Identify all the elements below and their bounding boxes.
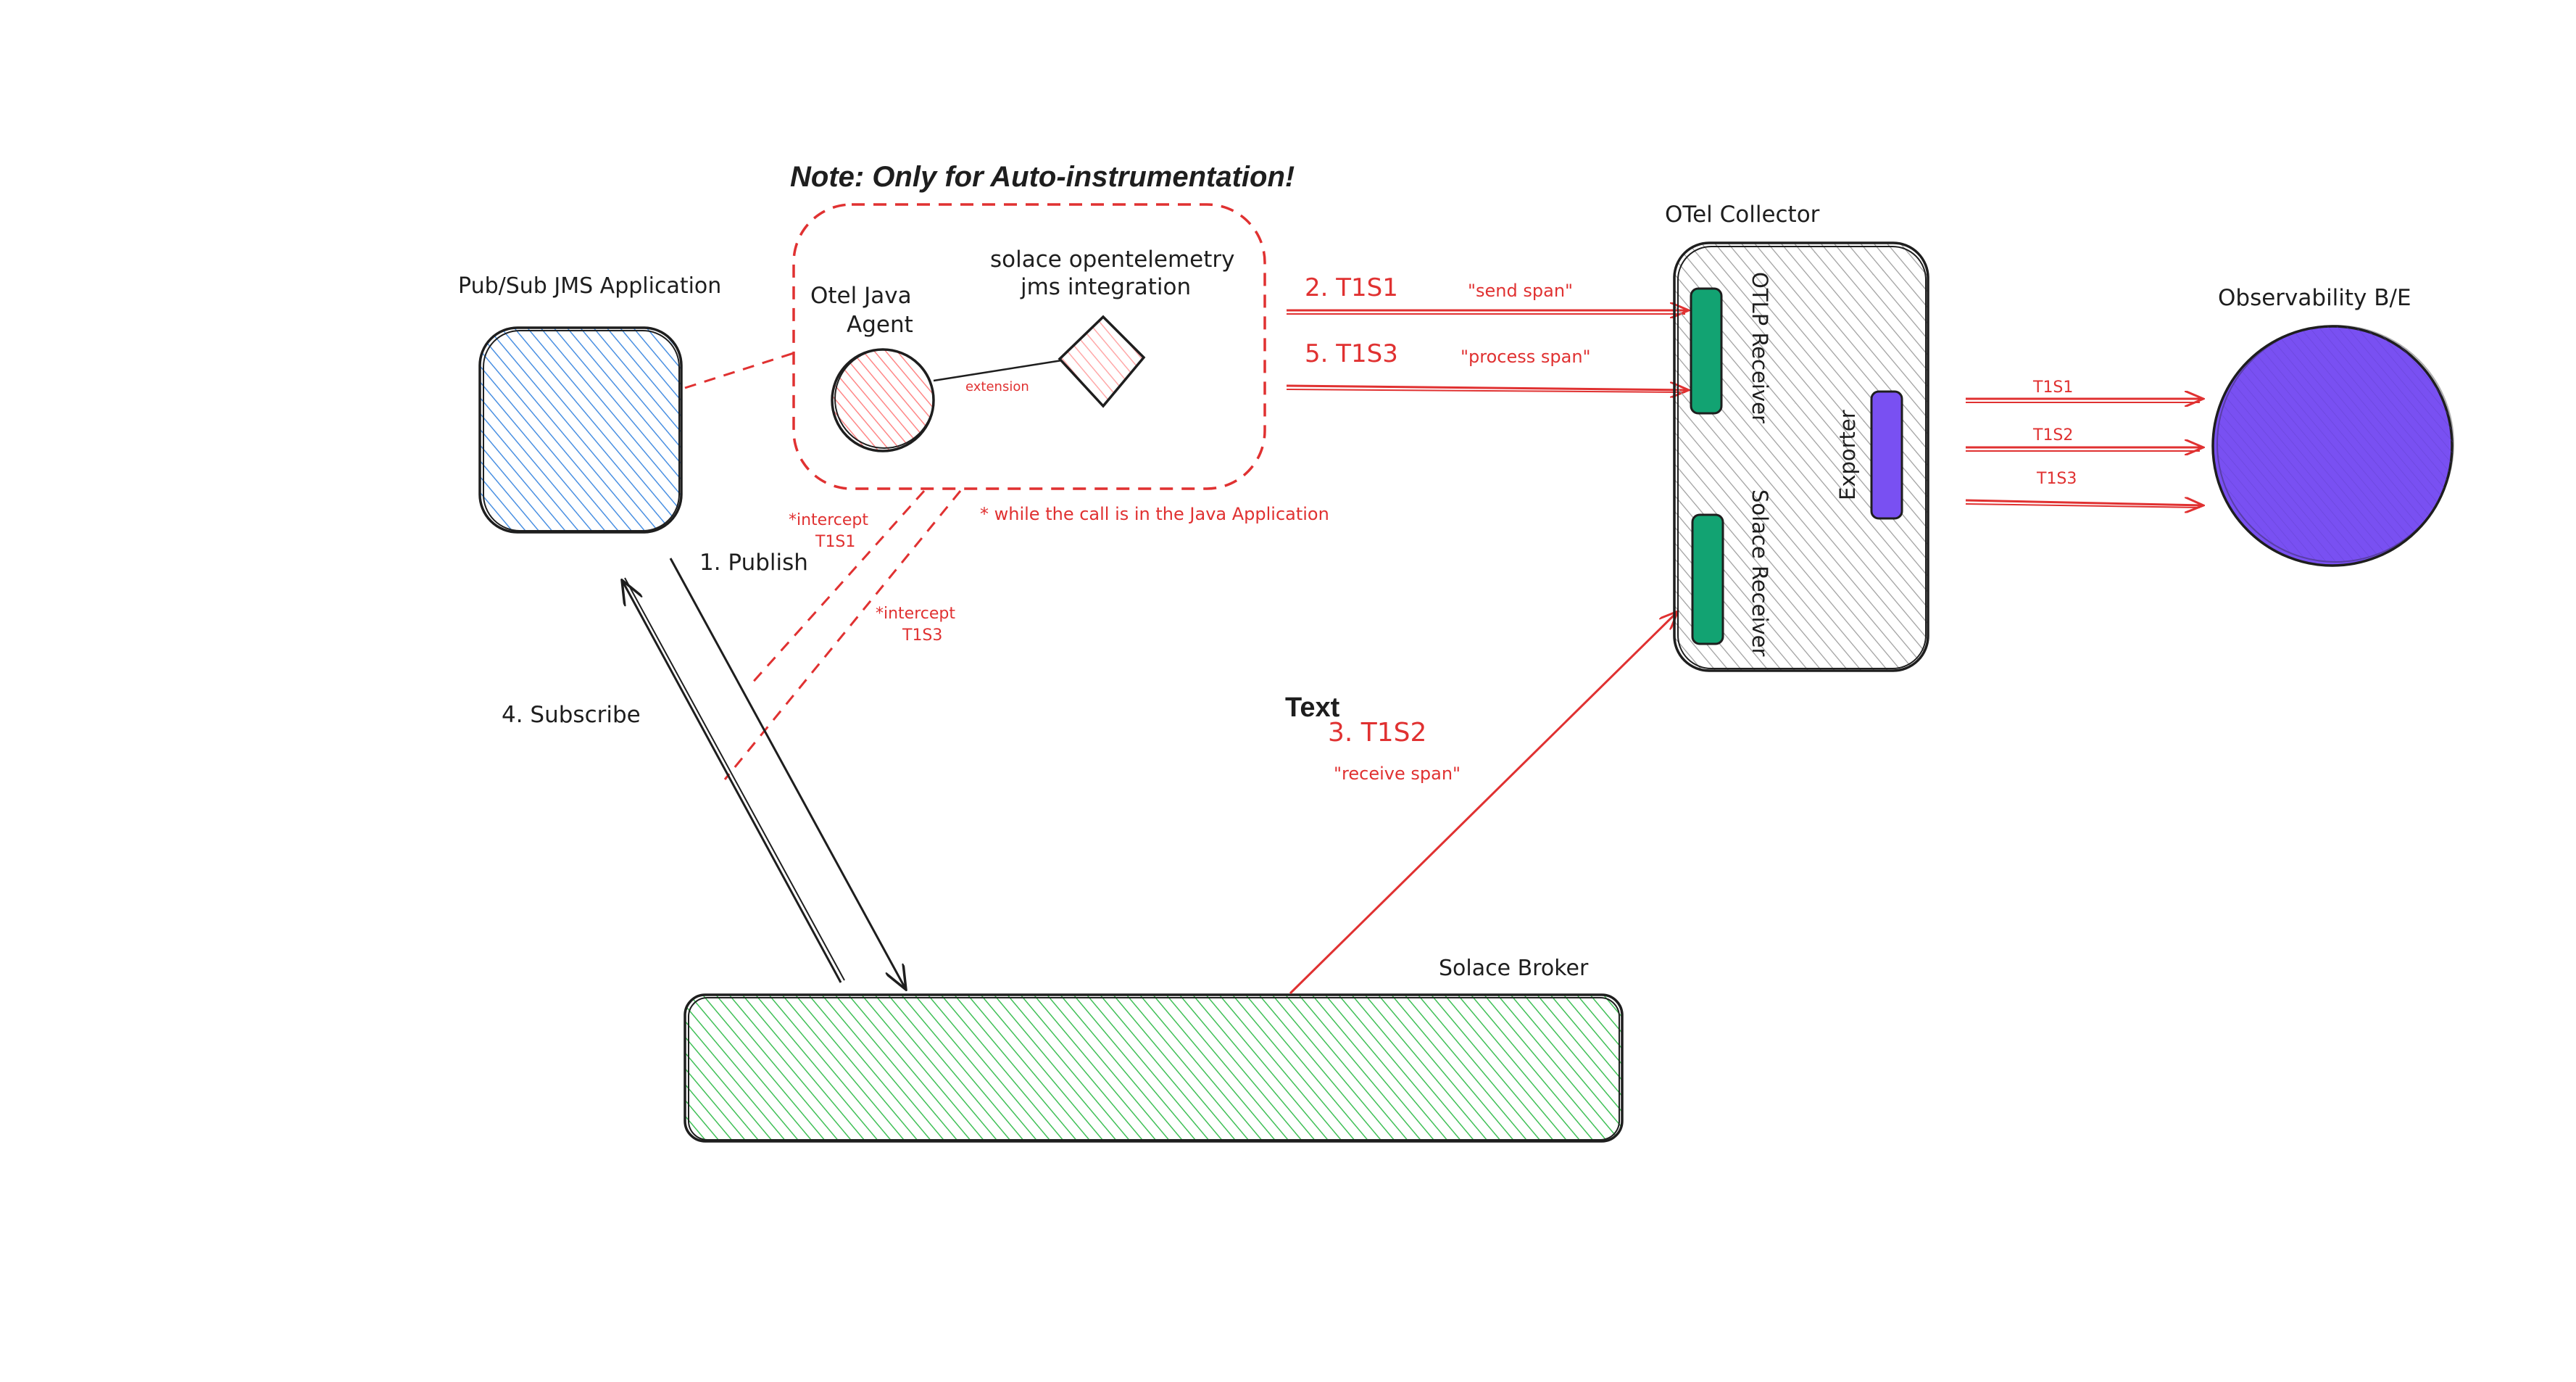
solace-receiver-label: Solace Receiver — [1748, 489, 1772, 657]
subscribe-label: 4. Subscribe — [502, 702, 641, 728]
t1s2-arrow — [1289, 611, 1678, 995]
extension-label: extension — [965, 379, 1029, 394]
solace-integration-label-line1: solace opentelemetry — [990, 247, 1235, 273]
step3-desc: "receive span" — [1334, 764, 1461, 784]
auto-instrumentation-note: Note: Only for Auto-instrumentation! — [790, 161, 1295, 193]
out-t1s2-label: T1S2 — [2033, 426, 2074, 444]
publish-arrow — [669, 558, 906, 990]
pubsub-app-label: Pub/Sub JMS Application — [458, 273, 722, 299]
subscribe-arrow — [622, 580, 842, 983]
app-agent-dashed-link — [684, 352, 794, 389]
solace-integration-diamond — [1058, 315, 1146, 408]
solace-broker-label: Solace Broker — [1439, 956, 1589, 981]
step3-label: 3. T1S2 — [1328, 718, 1427, 748]
agent-dashed-box — [792, 203, 1266, 490]
extension-link — [933, 359, 1063, 382]
out-t1s3-label: T1S3 — [2037, 470, 2077, 488]
observability-circle — [2211, 325, 2454, 567]
pubsub-app-box — [478, 326, 683, 534]
exporter-block — [1870, 390, 1903, 520]
out-t1s3-arrow — [1965, 500, 2203, 505]
otlp-receiver-block — [1690, 287, 1723, 415]
step5-desc: "process span" — [1461, 347, 1591, 367]
otel-agent-label-line1: Otel Java — [810, 283, 912, 309]
intercept-t1s3-label-line1: *intercept — [876, 605, 955, 623]
otel-agent-circle — [831, 348, 935, 452]
intercept-t1s1-label-line1: *intercept — [789, 511, 868, 529]
while-call-note: * while the call is in the Java Applicat… — [980, 504, 1329, 524]
solace-broker-box — [684, 993, 1624, 1143]
solace-integration-label-line2: jms integration — [1021, 274, 1192, 300]
otlp-receiver-label: OTLP Receiver — [1748, 272, 1772, 423]
t1s3-arrow — [1286, 386, 1689, 390]
intercept-t1s3-label-line2: T1S3 — [902, 626, 943, 645]
step5-label: 5. T1S3 — [1305, 339, 1398, 368]
intercept-t1s1-line — [749, 489, 926, 687]
otel-agent-label-line2: Agent — [847, 312, 913, 338]
exporter-label: Exporter — [1835, 410, 1860, 500]
step2-label: 2. T1S1 — [1305, 273, 1398, 302]
publish-label: 1. Publish — [699, 550, 808, 576]
otel-collector-box — [1673, 241, 1929, 672]
intercept-t1s1-label-line2: T1S1 — [815, 533, 856, 551]
otel-collector-label: OTel Collector — [1665, 202, 1820, 228]
solace-receiver-block — [1691, 513, 1724, 645]
text-label: Text — [1285, 692, 1340, 723]
observability-label: Observability B/E — [2218, 285, 2411, 311]
out-t1s1-label: T1S1 — [2033, 378, 2074, 397]
step2-desc: "send span" — [1468, 281, 1574, 301]
